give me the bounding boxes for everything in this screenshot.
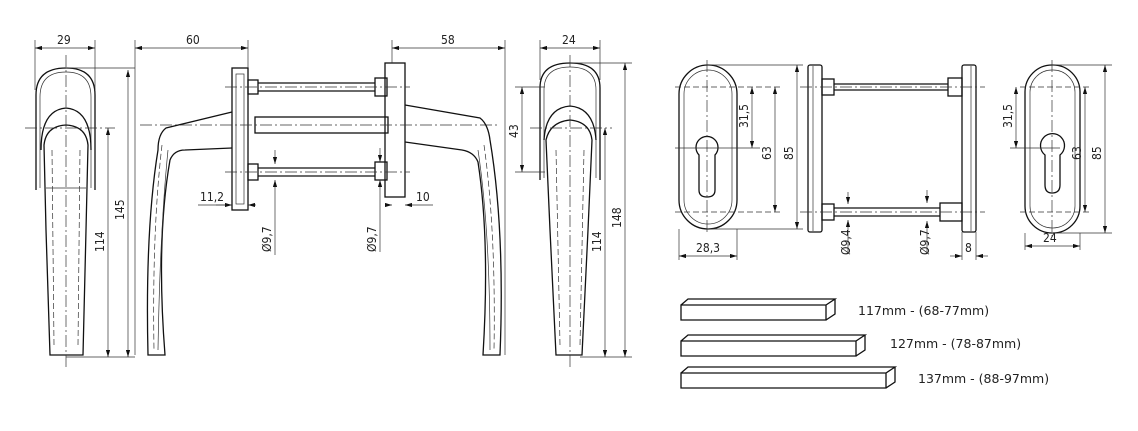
spindle-label: 117mm - (68-77mm) [858, 303, 989, 318]
dim-left-screw-diameter: Ø9,4 [839, 229, 853, 255]
escutcheon-side-view: Ø9,4 Ø9,7 8 [800, 64, 988, 260]
dim-spindle-offset: 43 [507, 124, 521, 138]
dim-height: 85 [782, 146, 796, 160]
dim-screw-spacing: 63 [760, 146, 774, 160]
escutcheon-front-left: 31,5 63 85 28,3 [675, 60, 803, 260]
handle-side-assembly: 60 58 11,2 10 Ø9,7 Ø9,7 [134, 33, 506, 356]
dim-height-grip: 114 [590, 231, 604, 252]
handle-front-view-left: 29 145 114 [25, 33, 135, 368]
spindle-1: 117mm - (68-77mm) [680, 298, 989, 321]
spindle-label: 137mm - (88-97mm) [918, 371, 1049, 386]
dim-right-projection: 58 [441, 33, 455, 47]
dim-width: 24 [1043, 231, 1057, 245]
dim-left-projection: 60 [186, 33, 200, 47]
dim-half-spacing: 31,5 [1001, 104, 1015, 128]
dim-width: 28,3 [696, 241, 720, 255]
dim-height-total: 148 [610, 207, 624, 228]
dim-right-screw-diameter: Ø9,7 [918, 229, 932, 255]
dim-right-screw-diameter: Ø9,7 [365, 226, 379, 252]
dim-width: 29 [57, 33, 71, 47]
dim-left-screw-diameter: Ø9,7 [260, 226, 274, 252]
spindle-label: 127mm - (78-87mm) [890, 336, 1021, 351]
dim-height: 85 [1090, 146, 1104, 160]
dim-half-spacing: 31,5 [737, 104, 751, 128]
dim-height-total: 145 [113, 199, 127, 220]
dim-height-grip: 114 [93, 231, 107, 252]
dim-left-rosette-thickness: 11,2 [200, 190, 224, 204]
spindle-2: 127mm - (78-87mm) [680, 334, 1021, 357]
dim-plate-thickness: 8 [965, 241, 972, 255]
escutcheon-front-right: 31,5 63 85 24 [1001, 60, 1112, 250]
spindle-3: 137mm - (88-97mm) [680, 366, 1049, 389]
dim-width: 24 [562, 33, 576, 47]
dim-right-rosette-thickness: 10 [416, 190, 430, 204]
dim-screw-spacing: 63 [1070, 146, 1084, 160]
handle-front-view-right: 24 43 148 114 [507, 33, 632, 368]
